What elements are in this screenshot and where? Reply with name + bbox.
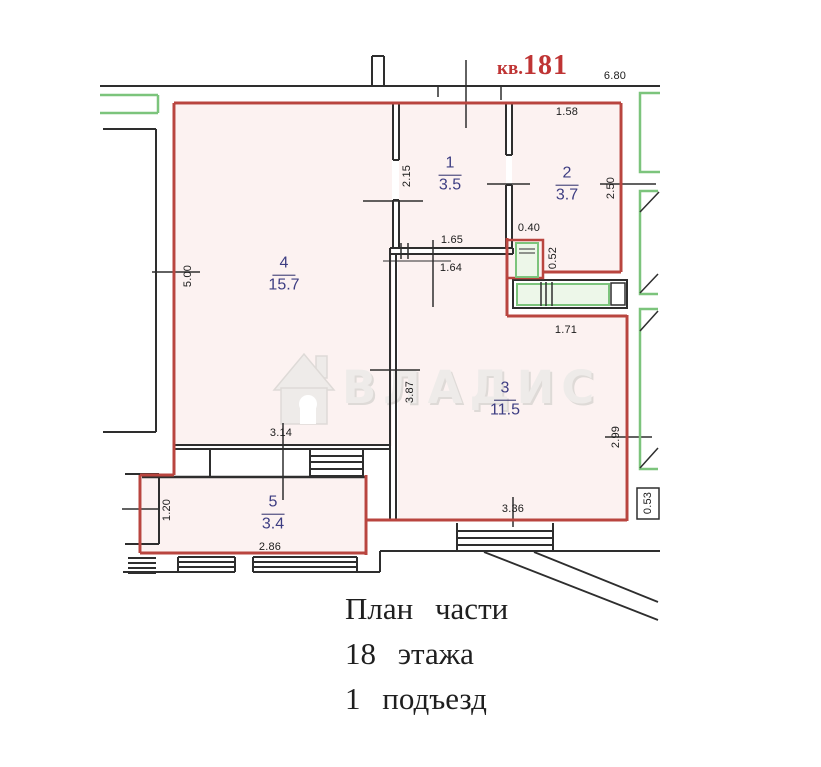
room3-window bbox=[456, 523, 554, 551]
dim-sink-depth: 0.52 bbox=[547, 246, 559, 270]
room2-area: 3.7 bbox=[555, 186, 579, 204]
dim-room1-height: 2.15 bbox=[401, 164, 413, 188]
wall-room1-room3 bbox=[389, 247, 514, 255]
sink bbox=[515, 242, 539, 278]
dim-right-offset: 0.53 bbox=[642, 491, 654, 515]
caption-line-3: 1 подъезд bbox=[345, 681, 487, 716]
stair-diagonals bbox=[483, 551, 659, 621]
room4-number: 4 bbox=[272, 255, 296, 276]
room5-window bbox=[177, 556, 358, 573]
bathtub-taps bbox=[540, 282, 553, 306]
dim-top-width: 6.80 bbox=[603, 70, 627, 82]
dim-hall-width-lower: 1.64 bbox=[439, 262, 463, 274]
dim-box-053 bbox=[636, 487, 660, 520]
top-ticks bbox=[437, 86, 502, 100]
apartment-boundary bbox=[138, 101, 629, 555]
dim-hall-width-upper: 1.65 bbox=[440, 234, 464, 246]
balcony-outlines bbox=[100, 91, 660, 471]
dim-room3-height-left: 3.87 bbox=[404, 380, 416, 404]
wall-room1-room2 bbox=[505, 104, 513, 248]
room1-area: 3.5 bbox=[438, 176, 462, 194]
room4-label: 4 15.7 bbox=[268, 255, 300, 295]
dim-bath-width: 1.71 bbox=[554, 324, 578, 336]
room5-label: 5 3.4 bbox=[261, 494, 285, 534]
room5-area: 3.4 bbox=[261, 515, 285, 533]
boundary-left bbox=[138, 103, 366, 555]
room3-area: 11.5 bbox=[490, 401, 520, 419]
balcony-outline-left bbox=[100, 93, 160, 115]
balcony-outline-right-2 bbox=[638, 189, 658, 296]
room2-label: 2 3.7 bbox=[555, 165, 579, 205]
apartment-floor bbox=[142, 105, 625, 552]
boundary-room2 bbox=[543, 103, 623, 274]
apartment-number-prefix: кв. bbox=[497, 58, 523, 79]
dim-room3-height-right: 2.99 bbox=[610, 425, 622, 449]
balcony-outline-right-1 bbox=[638, 91, 660, 174]
shaft-hatch bbox=[309, 448, 364, 477]
sink-lines bbox=[519, 248, 535, 254]
sink-enclosure bbox=[505, 238, 545, 280]
vent-pipe bbox=[371, 55, 385, 86]
bathroom-fixtures bbox=[512, 279, 628, 309]
bathtub bbox=[516, 283, 610, 306]
wall-room4-room3 bbox=[389, 254, 397, 519]
plan-caption: План части 18 этажа 1 подъезд bbox=[345, 586, 508, 721]
room2-number: 2 bbox=[555, 165, 579, 186]
room4-area: 15.7 bbox=[268, 276, 300, 294]
sink-fixture bbox=[515, 242, 539, 278]
room3-number: 3 bbox=[493, 380, 517, 401]
bathtub-end bbox=[610, 282, 626, 306]
room3-label: 3 11.5 bbox=[490, 380, 520, 420]
caption-line-2: 18 этажа bbox=[345, 636, 474, 671]
dim-room2-height: 2.50 bbox=[605, 176, 617, 200]
dim-room2-width: 1.58 bbox=[555, 106, 579, 118]
dim-room5-width: 2.86 bbox=[258, 541, 282, 553]
building-walls bbox=[100, 55, 660, 621]
apartment-number-value: 181 bbox=[522, 50, 568, 81]
wall-hatch-ticks bbox=[400, 243, 409, 259]
balcony-door-swings bbox=[639, 191, 660, 469]
lower-corridor-wall bbox=[123, 550, 660, 573]
dim-sink-width: 0.40 bbox=[517, 222, 541, 234]
room1-label: 1 3.5 bbox=[438, 155, 462, 195]
caption-line-1: План части bbox=[345, 591, 509, 626]
room5-number: 5 bbox=[261, 494, 285, 515]
left-outer-wall bbox=[103, 128, 157, 433]
dim-room4-width: 3.14 bbox=[269, 427, 293, 439]
neighbor-window-hatch bbox=[128, 557, 156, 574]
wall-room4-room1 bbox=[392, 104, 400, 248]
boundary-bottom-right bbox=[364, 315, 629, 555]
apartment-number: кв.181 bbox=[497, 50, 568, 82]
dim-room4-height: 5.00 bbox=[182, 264, 194, 288]
room1-number: 1 bbox=[438, 155, 462, 176]
dim-room5-height: 1.20 bbox=[161, 498, 173, 522]
dim-room3-width: 3.36 bbox=[501, 503, 525, 515]
balcony-outline-right-3 bbox=[638, 307, 658, 471]
